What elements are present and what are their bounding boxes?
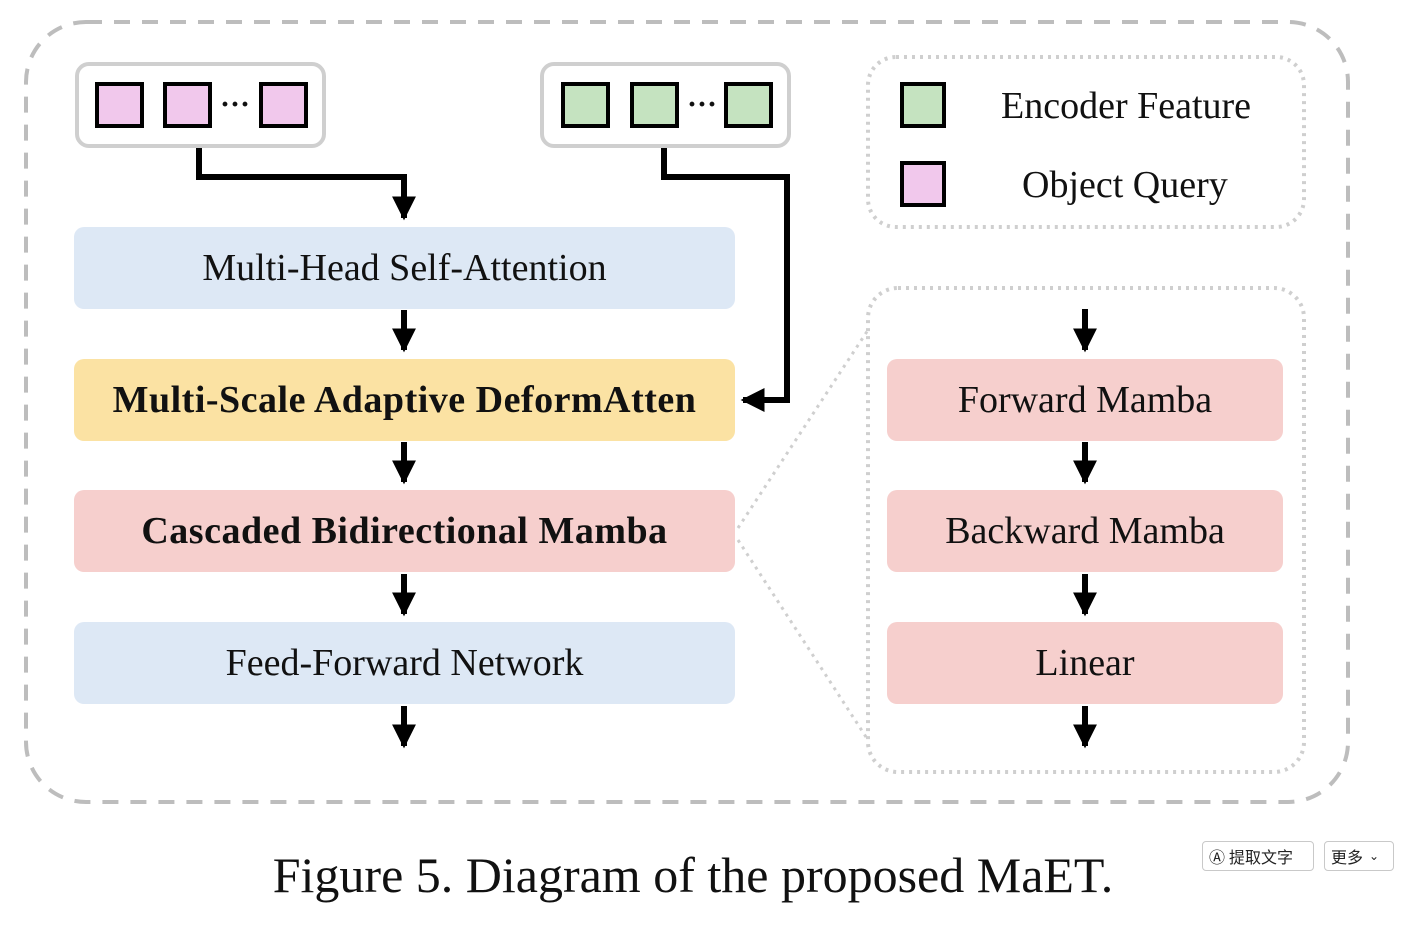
zoom-line-bottom (736, 539, 870, 741)
legend-encoder-swatch (900, 82, 946, 128)
encoder-token (561, 82, 610, 128)
legend-encoder-label: Encoder Feature (1001, 85, 1252, 127)
query-token (95, 82, 144, 128)
detail-frame (866, 286, 1306, 774)
legend-query-swatch (900, 161, 946, 207)
chevron-down-icon: ⌄ (1369, 849, 1380, 863)
linear-block: Linear (887, 622, 1283, 704)
encoder-token (724, 82, 773, 128)
msada-block: Multi-Scale Adaptive DeformAtten (74, 359, 735, 441)
legend-frame (866, 55, 1306, 229)
query-token-ellipsis: ··· (220, 88, 251, 121)
zoom-line-top (736, 329, 870, 529)
forward-mamba-block: Forward Mamba (887, 359, 1283, 441)
cbm-block: Cascaded Bidirectional Mamba (74, 490, 735, 572)
outer-frame (24, 20, 1350, 804)
extract-text-label: 提取文字 (1229, 848, 1294, 867)
query-token (163, 82, 212, 128)
legend-query-label: Object Query (1022, 164, 1228, 206)
figure-caption: Figure 5. Diagram of the proposed MaET. (272, 847, 1114, 903)
extract-text-button[interactable]: Ⓐ 提取文字 (1202, 841, 1314, 871)
arrow-query-to-mhsa (196, 148, 416, 221)
more-label: 更多 (1331, 848, 1364, 867)
encoder-token-ellipsis: ··· (687, 88, 718, 121)
encoder-token (630, 82, 679, 128)
query-token (259, 82, 308, 128)
mhsa-block: Multi-Head Self-Attention (74, 227, 735, 309)
more-button[interactable]: 更多 ⌄ (1324, 841, 1394, 871)
ffn-block: Feed-Forward Network (74, 622, 735, 704)
text-recognition-icon: Ⓐ (1209, 848, 1226, 867)
arrow-encoder-to-msada (661, 148, 790, 412)
backward-mamba-block: Backward Mamba (887, 490, 1283, 572)
